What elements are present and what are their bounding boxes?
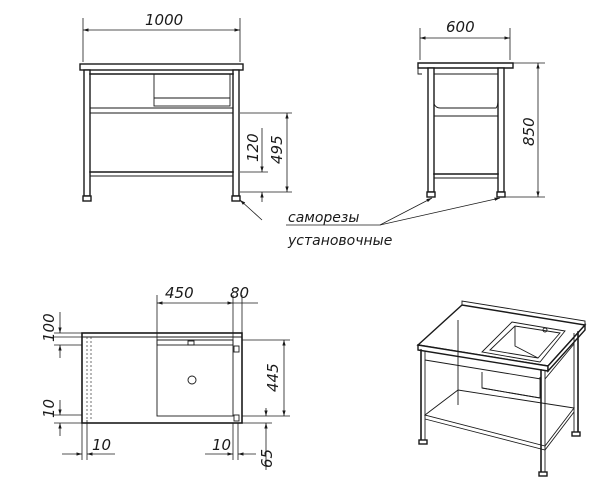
note-leader-front (239, 199, 263, 221)
plan-side-gap-label: 10 (40, 399, 58, 418)
note-line-1: саморезы (288, 210, 359, 226)
side-tabletop (417, 62, 514, 69)
front-leg-left (83, 69, 91, 197)
plan-sink-rim (156, 339, 234, 346)
iso-sink-bowl-bottom (481, 387, 541, 399)
note-leader-side-right (379, 197, 501, 226)
iso-upper-rail-front (424, 359, 542, 380)
side-sink-bowl (433, 70, 499, 109)
iso-foot-front-left (418, 439, 428, 445)
plan-outline (81, 332, 243, 424)
iso-side-edge (547, 323, 586, 373)
iso-back-upstand (461, 300, 586, 325)
isometric-view (416, 300, 587, 477)
side-foot-left (426, 191, 436, 198)
side-height-label: 850 (520, 117, 538, 146)
iso-sink-inner-back (514, 326, 539, 359)
side-leg-left (427, 67, 435, 193)
plan-bottom-gap-label: 65 (258, 449, 276, 468)
front-tabletop (79, 63, 244, 71)
plan-left-gap-label: 10 (92, 436, 111, 454)
plan-right-gap-label: 10 (212, 436, 231, 454)
side-foot-right (496, 191, 506, 198)
iso-foot-front-right (538, 471, 548, 477)
plan-sink-width-label: 450 (165, 284, 194, 302)
plan-sink-drain (187, 375, 197, 385)
front-shelf-height-label: 120 (244, 133, 262, 162)
note-leader-side-left (379, 197, 433, 226)
side-depth-label: 600 (446, 18, 475, 36)
leveling-screws-note: саморезы установочные (239, 197, 501, 249)
front-upper-height-label: 495 (268, 135, 286, 164)
plan-faucet-hole (187, 340, 195, 346)
plan-sink-depth-label: 445 (264, 363, 282, 392)
side-top-lip (417, 63, 422, 75)
front-leg-right (232, 69, 240, 197)
plan-top-margin-label: 100 (40, 313, 58, 342)
iso-lower-shelf-edge (424, 411, 575, 451)
note-line-2: установочные (287, 233, 392, 249)
side-view: 600 850 (417, 18, 545, 198)
iso-upper-rail-side (544, 343, 575, 380)
side-leg-right (497, 67, 505, 193)
front-view: 1000 120 495 (79, 11, 292, 202)
plan-sink-offset-label: 80 (230, 284, 249, 302)
iso-sink-bowl-under (481, 372, 541, 399)
iso-sink-inner (489, 325, 561, 359)
iso-foot-back-right (571, 431, 581, 437)
iso-lower-shelf (423, 389, 575, 447)
plan-leg-right-top (233, 345, 240, 353)
iso-faucet-hole (542, 327, 548, 333)
front-foot-left (82, 195, 92, 202)
front-width-label: 1000 (145, 11, 183, 29)
front-sink-bowl (153, 73, 231, 107)
plan-view: 450 80 100 10 445 65 10 10 (40, 284, 290, 470)
front-foot-right (231, 195, 241, 202)
iso-sink-opening (481, 321, 566, 363)
plan-leg-right-bottom (233, 414, 240, 422)
